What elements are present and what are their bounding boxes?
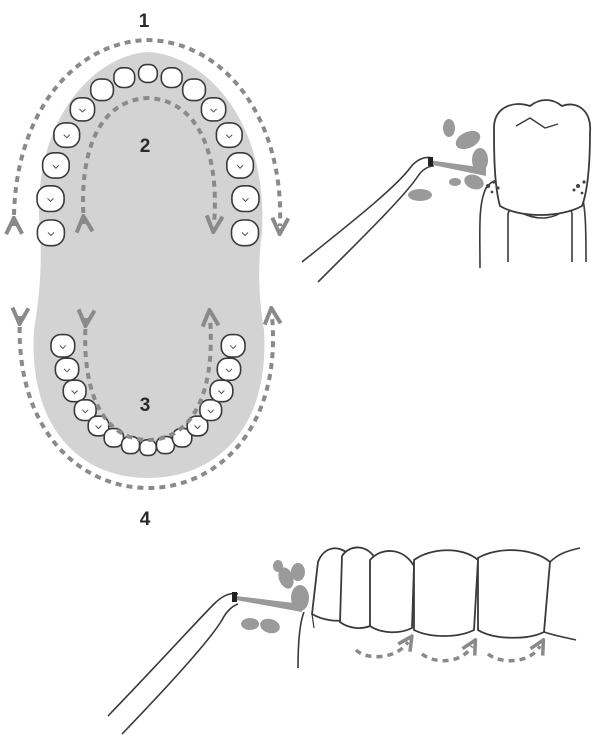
tooth [183,79,206,101]
tooth [55,358,78,380]
tooth [114,68,135,88]
gumline-flow-arrows [356,642,540,661]
molar-crown [494,100,590,215]
premolar [370,551,414,632]
gum-line-front [298,612,304,668]
tooth [221,335,245,358]
molar-roots [508,210,572,262]
tooth [139,65,158,83]
tooth [210,380,233,402]
tooth [63,380,86,402]
tooth [140,440,156,456]
tooth [232,186,259,212]
tooth [54,123,80,147]
tooth [43,153,70,178]
label-path-4: 4 [133,509,157,531]
dental-arches [14,40,280,488]
gum-line-inner [312,614,314,628]
tooth [37,220,64,246]
water-jet-lower [236,560,309,635]
molar-1 [414,550,478,636]
tooth [232,220,259,246]
tooth [161,68,182,88]
tooth [70,98,94,121]
tooth [201,98,225,121]
tooth [200,400,222,421]
label-path-1: 1 [132,11,156,33]
tooth [91,79,114,101]
molar-closeup [302,100,590,282]
irrigator-tip-lower [108,592,238,734]
label-path-2: 2 [133,136,157,158]
tooth [217,358,240,380]
tooth [227,153,254,178]
molar-2 [478,550,550,638]
tooth [51,335,75,358]
tooth [216,123,242,147]
teeth-side-view [108,547,580,734]
tooth [37,186,64,212]
label-path-3: 3 [133,395,157,417]
side-teeth [312,547,550,637]
irrigator-tip-upper [302,157,434,282]
